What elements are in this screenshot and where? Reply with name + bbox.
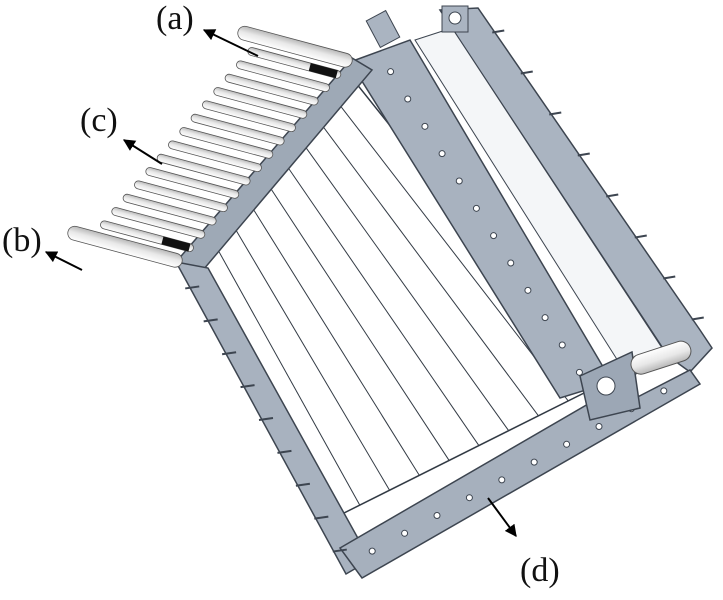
left-spike [240,384,255,389]
right-spike [520,70,533,75]
rod-body [145,167,240,199]
beam-hole [563,440,571,448]
rod [145,167,240,199]
panel-stripe [230,220,390,491]
beam-hole [368,547,376,555]
arrow-a [202,29,259,57]
rod-band [308,63,338,79]
panel-stripe [299,139,510,431]
left-spike [332,548,347,553]
beam-hole [530,458,538,466]
left-spike [258,417,274,421]
rod-band [161,236,191,252]
panel-stripe [212,241,361,506]
rod-body [179,127,274,159]
rod [168,140,262,173]
callout-label-a: (a) [156,0,194,37]
panel-stripe [282,159,480,446]
callout-label-b: (b) [2,222,42,259]
rod [224,73,319,106]
rod-body [213,87,308,119]
right-spike [577,152,590,157]
corner-hole [596,376,616,396]
right-port-rod [630,340,692,375]
panel-stripe [264,179,450,461]
separator-hole [438,150,446,158]
arrow-b [44,251,83,271]
separator-hole [541,314,549,322]
left-spike [314,515,329,520]
rod-body [111,207,206,239]
separator-hole [558,341,566,349]
separator-hole [507,259,515,267]
panel-stripe [334,98,569,402]
separator-hole [387,68,395,76]
rod [237,25,353,68]
top-mount-plate [365,9,401,49]
panel-stripes [212,98,569,506]
arrow-d [487,497,517,537]
left-spike [221,351,237,356]
panel-stripe [247,200,420,476]
left-spike [185,285,200,290]
left-column-spikes [185,285,347,553]
separator-hole [524,286,532,294]
rod [111,207,206,239]
right-spike [663,275,676,280]
separator-hole [404,95,412,103]
callout-label-c: (c) [80,102,118,139]
separator-hole [455,177,463,185]
beam-hole [401,529,409,537]
rod [134,180,228,213]
left-spike [203,318,218,323]
panel-stripe [316,118,539,417]
beam-hole [498,476,506,484]
rod-body [190,113,285,146]
rod-body [237,25,353,68]
rod-body [67,225,183,268]
separator-hole [490,232,498,240]
left-spike [277,449,292,454]
right-spike [549,111,562,116]
separator-hole [472,204,480,212]
rod [156,153,251,186]
rod-body [224,73,319,106]
rod-body [134,180,228,213]
beam-hole [660,387,668,395]
rod [122,193,217,226]
rod [179,127,274,159]
rod-body [168,140,262,173]
left-spike [295,482,311,487]
rod [202,100,296,133]
beam-hole [595,423,603,430]
rod [67,225,183,268]
top-right-mount-hole [448,11,462,25]
right-spike [492,29,505,34]
rod-body [156,153,251,186]
rod [236,60,330,93]
beam-hole [433,512,441,519]
rod-body [122,193,217,226]
beam-hole [465,494,473,502]
right-spike [691,316,704,321]
separator-hole [575,368,583,376]
separator-holes [387,68,583,376]
right-rail-spikes [492,29,704,321]
rod-body [236,60,330,93]
rod [100,220,194,253]
rod [190,113,285,146]
rod-comb [67,25,353,268]
right-spike [606,193,619,198]
separator-hole [421,122,429,130]
rod-body [202,100,296,133]
callout-label-d: (d) [520,552,560,589]
right-spike [634,234,647,239]
rod [213,87,308,119]
arrow-c [122,139,163,165]
